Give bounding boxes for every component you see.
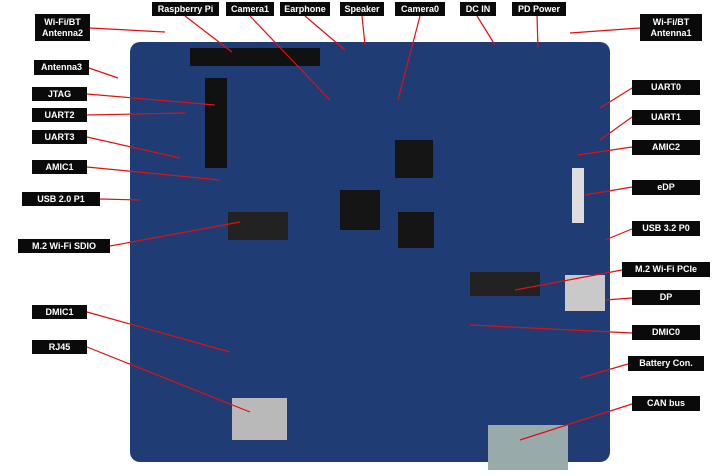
label-uart2: UART2 [32, 108, 87, 122]
label-amic2: AMIC2 [632, 140, 700, 155]
memory-chip [395, 140, 433, 178]
label-battery-con: Battery Con. [628, 356, 704, 371]
label-m2-wifi-sdio: M.2 Wi-Fi SDIO [18, 239, 110, 253]
label-usb32-p0: USB 3.2 P0 [632, 221, 700, 236]
label-raspberry-pi: Raspberry Pi [152, 2, 219, 16]
label-camera1: Camera1 [226, 2, 274, 16]
dp-port [565, 275, 605, 311]
label-edp: eDP [632, 180, 700, 195]
label-camera0: Camera0 [395, 2, 445, 16]
label-jtag: JTAG [32, 87, 87, 101]
jtag-header [205, 78, 227, 168]
label-uart1: UART1 [632, 110, 700, 125]
label-usb20-p1: USB 2.0 P1 [22, 192, 100, 206]
m2-sdio-slot [228, 212, 288, 240]
label-uart0: UART0 [632, 80, 700, 95]
label-earphone: Earphone [280, 2, 330, 16]
label-pd-power: PD Power [512, 2, 566, 16]
label-amic1: AMIC1 [32, 160, 87, 174]
ethernet-port [232, 398, 287, 440]
label-rj45: RJ45 [32, 340, 87, 354]
label-speaker: Speaker [340, 2, 384, 16]
label-wifi-bt-antenna2: Wi-Fi/BT Antenna2 [35, 14, 90, 41]
raspberry-pi-header [190, 48, 320, 66]
label-m2-wifi-pcie: M.2 Wi-Fi PCIe [622, 262, 710, 277]
can-connector [488, 425, 568, 470]
label-dp: DP [632, 290, 700, 305]
label-can-bus: CAN bus [632, 396, 700, 411]
label-antenna3: Antenna3 [34, 60, 89, 75]
label-dc-in: DC IN [460, 2, 496, 16]
edp-connector [572, 168, 584, 223]
memory-chip [398, 212, 434, 248]
label-uart3: UART3 [32, 130, 87, 144]
label-dmic1: DMIC1 [32, 305, 87, 319]
label-dmic0: DMIC0 [632, 325, 700, 340]
label-wifi-bt-antenna1: Wi-Fi/BT Antenna1 [640, 14, 702, 41]
soc-chip [340, 190, 380, 230]
m2-pcie-slot [470, 272, 540, 296]
